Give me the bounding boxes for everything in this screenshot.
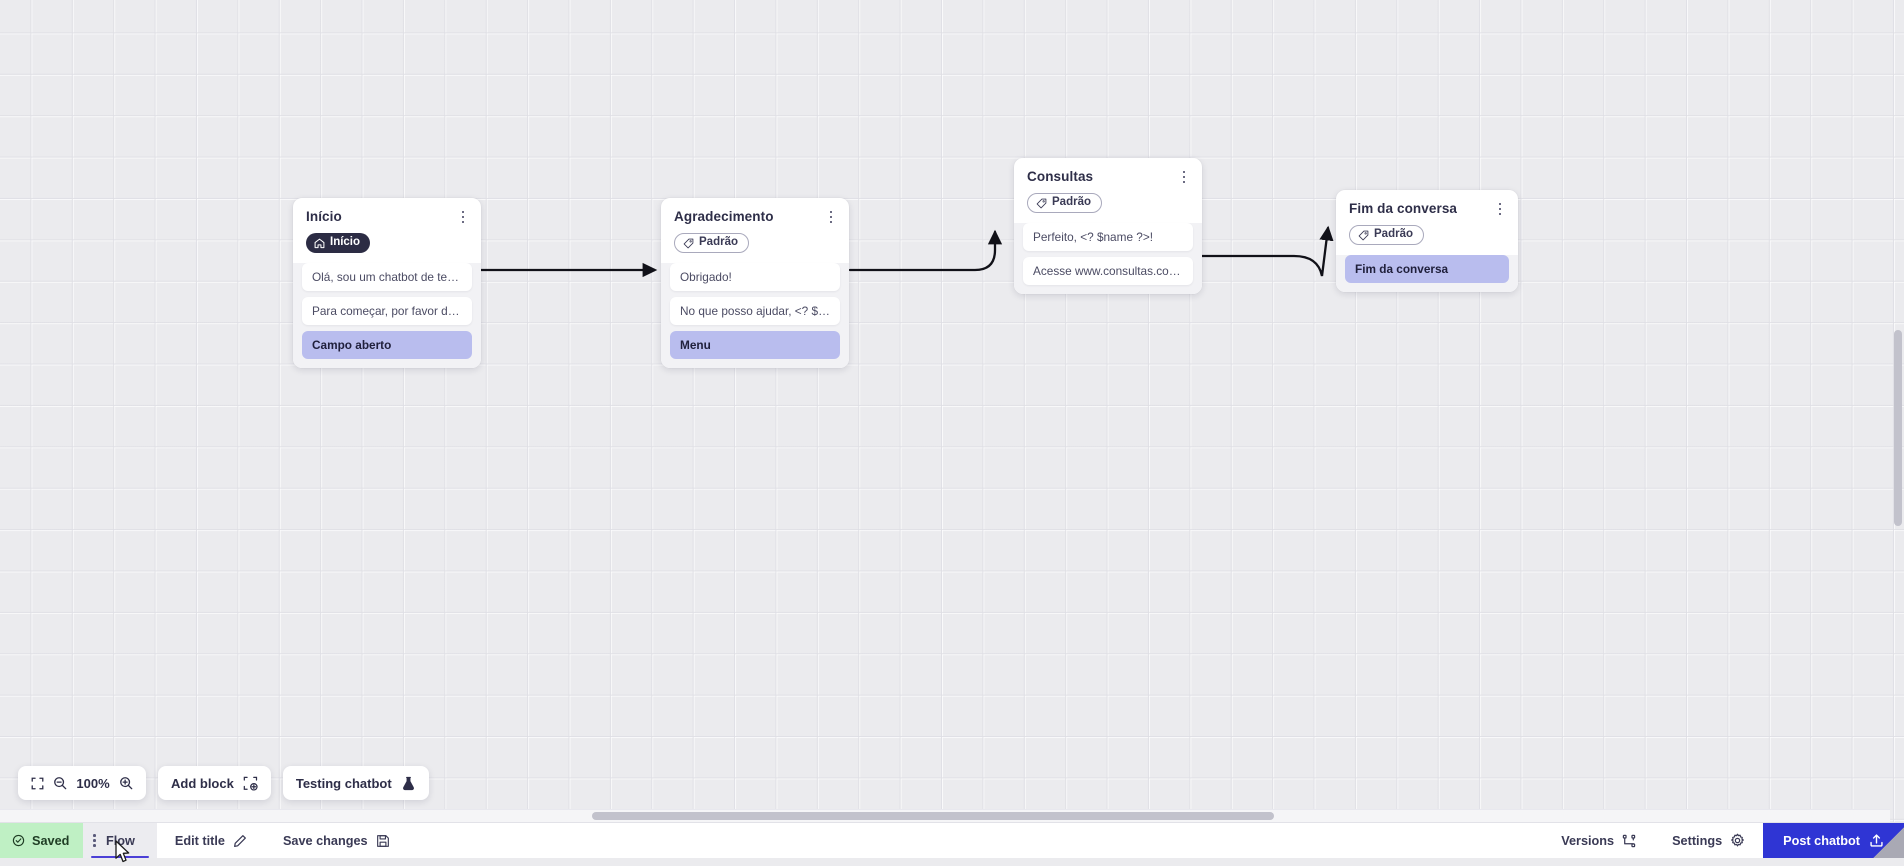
tab-flow[interactable]: Flow	[83, 823, 157, 858]
floppy-disk-icon	[376, 834, 390, 848]
node-badge-padrao[interactable]: Padrão	[674, 233, 749, 253]
node-action[interactable]: Menu	[670, 331, 840, 359]
node-messages: Perfeito, <? $name ?>! Acesse www.consul…	[1014, 223, 1202, 294]
node-menu-button[interactable]	[823, 208, 839, 226]
settings-button[interactable]: Settings	[1654, 823, 1763, 858]
tab-flow-label: Flow	[106, 834, 135, 848]
node-badge-row: Padrão	[1014, 185, 1202, 223]
add-block-button[interactable]: Add block	[158, 766, 271, 800]
node-badge-padrao[interactable]: Padrão	[1027, 193, 1102, 213]
settings-label: Settings	[1672, 834, 1722, 848]
node-badge-label: Início	[330, 237, 360, 249]
post-chatbot-button[interactable]: Post chatbot	[1763, 823, 1904, 858]
node-messages: Olá, sou um chatbot de teste! Para começ…	[293, 263, 481, 368]
add-block-label: Add block	[171, 776, 234, 791]
tag-icon	[1358, 230, 1369, 241]
node-fim-da-conversa[interactable]: Fim da conversa Padrão Fim da conversa	[1336, 190, 1518, 292]
edit-title-label: Edit title	[175, 834, 225, 848]
node-badge-label: Padrão	[1052, 197, 1091, 209]
node-title: Agradecimento	[674, 209, 836, 225]
zoom-level: 100%	[76, 776, 110, 791]
node-title: Consultas	[1027, 169, 1189, 185]
node-header: Agradecimento	[661, 198, 849, 225]
node-agradecimento[interactable]: Agradecimento Padrão Obrigado! No que po…	[661, 198, 849, 368]
canvas-toolbar: 100% Add block Testing chatbot	[18, 766, 429, 800]
node-message[interactable]: Perfeito, <? $name ?>!	[1023, 223, 1193, 251]
vertical-scrollbar-thumb[interactable]	[1894, 330, 1902, 526]
gear-icon	[1730, 833, 1745, 848]
vertical-scrollbar[interactable]	[1891, 0, 1904, 809]
saved-status: Saved	[0, 823, 83, 858]
upload-icon	[1869, 833, 1884, 848]
node-header: Fim da conversa	[1336, 190, 1518, 217]
tag-icon	[683, 238, 694, 249]
node-inicio[interactable]: Início Início Olá, sou um chatbot de tes…	[293, 198, 481, 368]
flow-menu-icon[interactable]	[93, 834, 96, 847]
node-badge-row: Padrão	[661, 225, 849, 263]
node-message[interactable]: Olá, sou um chatbot de teste!	[302, 263, 472, 291]
node-action[interactable]: Fim da conversa	[1345, 255, 1509, 283]
testing-chatbot-label: Testing chatbot	[296, 776, 392, 791]
node-menu-button[interactable]	[455, 208, 471, 226]
node-badge-inicio[interactable]: Início	[306, 233, 370, 253]
tag-icon	[1036, 198, 1047, 209]
node-title: Fim da conversa	[1349, 201, 1505, 217]
testing-chatbot-button[interactable]: Testing chatbot	[283, 766, 429, 800]
post-chatbot-label: Post chatbot	[1783, 834, 1860, 848]
versions-label: Versions	[1561, 834, 1614, 848]
node-message[interactable]: Para começar, por favor digite o ...	[302, 297, 472, 325]
node-badge-row: Padrão	[1336, 217, 1518, 255]
node-message[interactable]: Acesse www.consultas.com par...	[1023, 257, 1193, 285]
add-block-icon	[243, 776, 258, 791]
node-badge-padrao[interactable]: Padrão	[1349, 225, 1424, 245]
node-menu-button[interactable]	[1492, 200, 1508, 218]
zoom-controls[interactable]: 100%	[18, 766, 146, 800]
horizontal-scrollbar-thumb[interactable]	[592, 812, 1274, 820]
save-changes-button[interactable]: Save changes	[265, 823, 408, 858]
horizontal-scrollbar[interactable]	[0, 809, 1890, 822]
check-circle-icon	[12, 834, 25, 847]
node-message[interactable]: No que posso ajudar, <? $name ...	[670, 297, 840, 325]
fit-screen-icon[interactable]	[31, 777, 44, 790]
saved-label: Saved	[32, 834, 69, 848]
node-message[interactable]: Obrigado!	[670, 263, 840, 291]
branch-icon	[1622, 834, 1636, 848]
bottom-toolbar: Saved Flow Edit title Save changes Versi…	[0, 822, 1904, 858]
node-header: Início	[293, 198, 481, 225]
node-menu-button[interactable]	[1176, 168, 1192, 186]
zoom-out-icon[interactable]	[53, 776, 67, 790]
versions-button[interactable]: Versions	[1543, 823, 1654, 858]
node-badge-label: Padrão	[699, 237, 738, 249]
node-badge-label: Padrão	[1374, 229, 1413, 241]
node-messages: Obrigado! No que posso ajudar, <? $name …	[661, 263, 849, 368]
node-header: Consultas	[1014, 158, 1202, 185]
bottom-bar-spacer	[408, 823, 1544, 858]
edit-title-button[interactable]: Edit title	[157, 823, 265, 858]
node-action[interactable]: Campo aberto	[302, 331, 472, 359]
node-consultas[interactable]: Consultas Padrão Perfeito, <? $name ?>! …	[1014, 158, 1202, 294]
node-title: Início	[306, 209, 468, 225]
zoom-in-icon[interactable]	[119, 776, 133, 790]
save-changes-label: Save changes	[283, 834, 368, 848]
pencil-icon	[233, 834, 247, 848]
home-icon	[314, 238, 325, 249]
node-badge-row: Início	[293, 225, 481, 263]
node-messages: Fim da conversa	[1336, 255, 1518, 292]
flask-icon	[401, 776, 416, 791]
